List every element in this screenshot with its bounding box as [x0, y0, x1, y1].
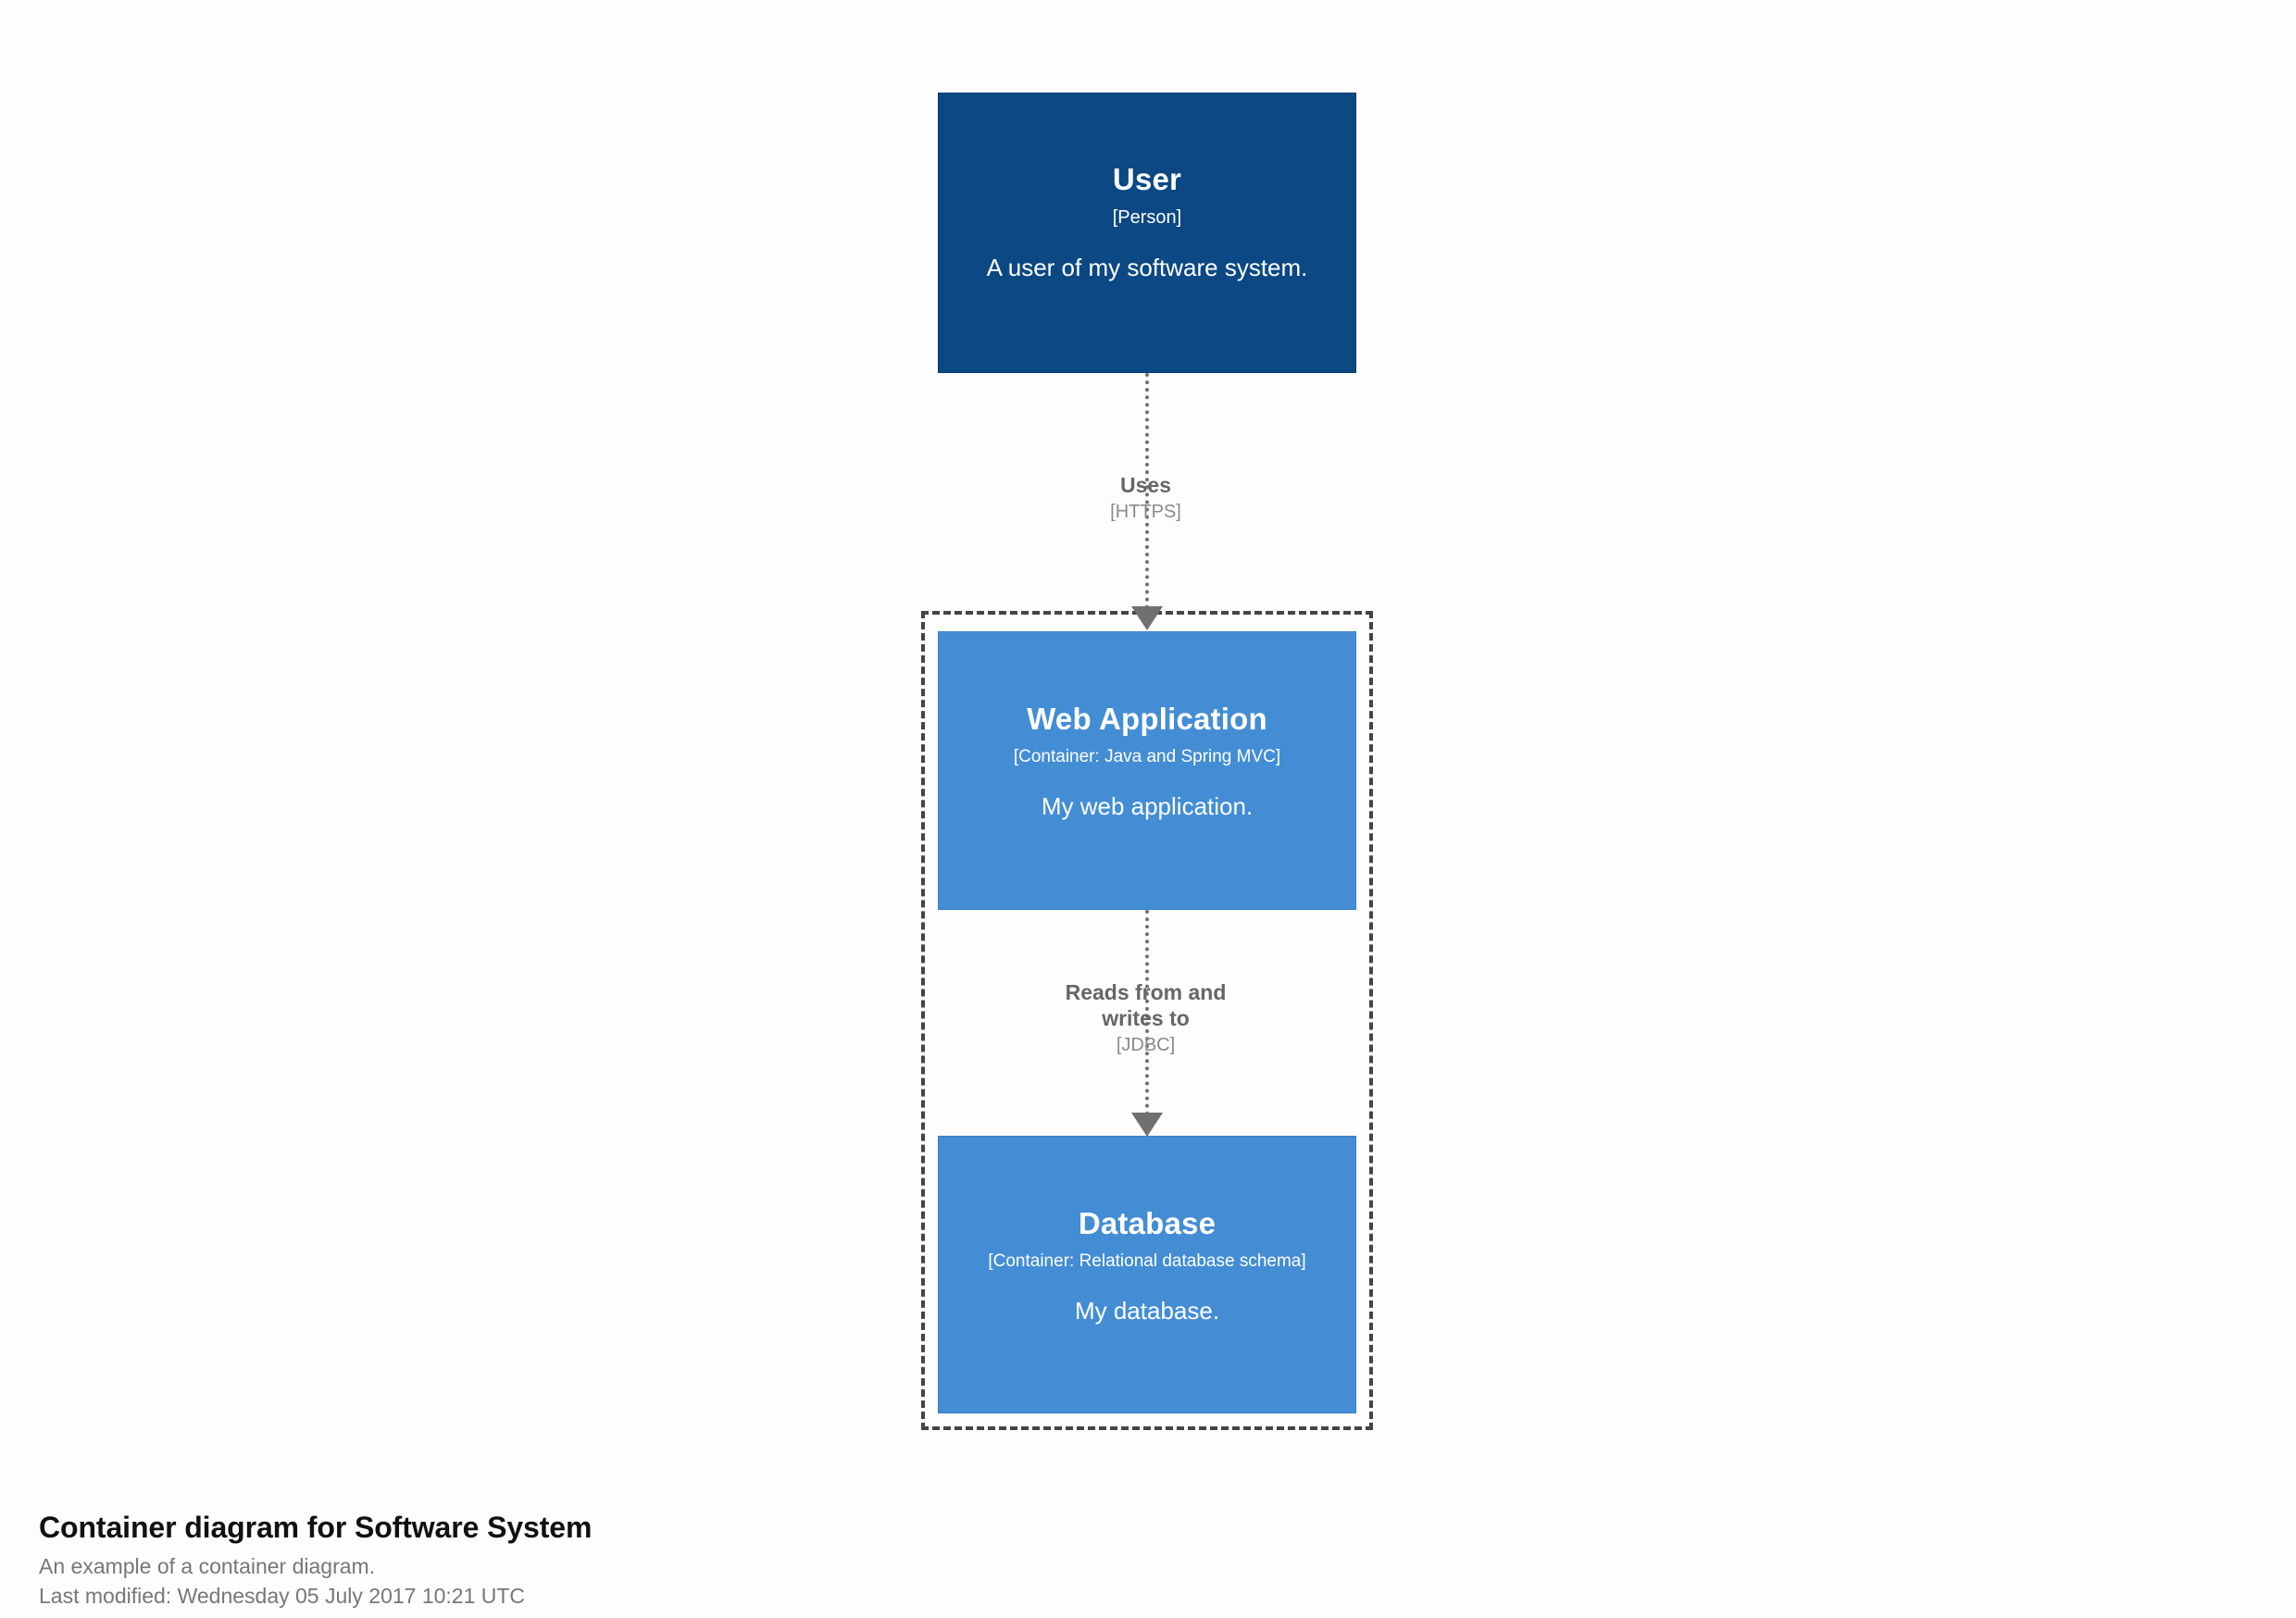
node-user[interactable]: User [Person] A user of my software syst…	[938, 93, 1356, 373]
node-database-name: Database	[1078, 1206, 1217, 1240]
relationship-reads-writes-line	[1145, 910, 1149, 1115]
node-web-application-meta: [Container: Java and Spring MVC]	[1013, 747, 1281, 767]
relationship-reads-writes-label: Reads from and writes to [JDBC]	[963, 979, 1329, 1056]
node-web-application-description: My web application.	[1041, 792, 1254, 821]
relationship-uses-arrowhead-icon	[1131, 606, 1163, 630]
relationship-uses-technology: [HTTPS]	[1110, 502, 1181, 523]
diagram-title: Container diagram for Software System	[39, 1511, 593, 1544]
node-database-description: My database.	[1074, 1297, 1220, 1326]
relationship-uses-label: Uses [HTTPS]	[963, 472, 1329, 523]
node-database-meta: [Container: Relational database schema]	[988, 1251, 1306, 1272]
relationship-reads-writes-arrowhead-icon	[1131, 1113, 1163, 1137]
relationship-reads-writes-description: Reads from and writes to	[1065, 980, 1227, 1031]
node-user-description: A user of my software system.	[986, 254, 1308, 282]
node-web-application-name: Web Application	[1027, 702, 1267, 736]
diagram-caption: Container diagram for Software System An…	[39, 1511, 1520, 1612]
node-user-meta: [Person]	[1112, 207, 1182, 229]
node-web-application[interactable]: Web Application [Container: Java and Spr…	[938, 631, 1356, 910]
node-user-name: User	[1112, 162, 1182, 196]
diagram-subtitle: An example of a container diagram.	[39, 1553, 376, 1578]
node-database[interactable]: Database [Container: Relational database…	[938, 1136, 1356, 1413]
relationship-reads-writes-technology: [JDBC]	[1116, 1035, 1176, 1056]
diagram-last-modified: Last modified: Wednesday 05 July 2017 10…	[39, 1584, 526, 1609]
relationship-uses-description: Uses	[1120, 473, 1171, 497]
relationship-uses-line	[1145, 373, 1149, 609]
